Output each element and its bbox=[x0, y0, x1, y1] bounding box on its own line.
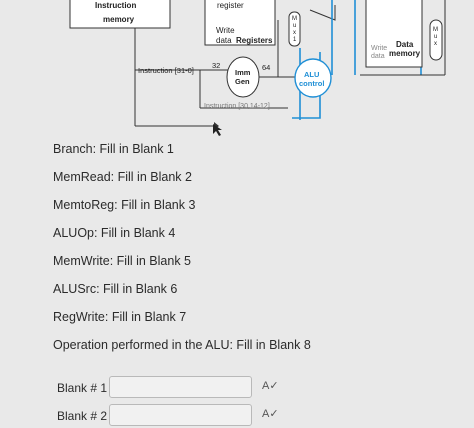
question-memwrite: MemWrite: Fill in Blank 5 bbox=[53, 254, 191, 268]
bus-64-label: 64 bbox=[262, 63, 270, 72]
instruction-field-label: Instruction [31-0] bbox=[138, 66, 194, 75]
mux-letter-1: 1 bbox=[293, 37, 297, 43]
blank-1-input[interactable] bbox=[109, 376, 252, 398]
register-cut-label: register bbox=[217, 1, 244, 10]
dm-data-label: data bbox=[371, 53, 385, 60]
data-label: data bbox=[216, 36, 232, 45]
mux2-letter-m: M bbox=[433, 27, 438, 33]
question-branch: Branch: Fill in Blank 1 bbox=[53, 142, 174, 156]
blank-2-label: Blank # 2 bbox=[57, 409, 108, 423]
alu-control-label-1: ALU bbox=[304, 70, 319, 79]
question-memread: MemRead: Fill in Blank 2 bbox=[53, 170, 192, 184]
blank-2-input[interactable] bbox=[109, 404, 252, 426]
mux2-letter-x: x bbox=[434, 41, 437, 47]
data-memory-block bbox=[365, 0, 423, 68]
mouse-cursor-icon bbox=[213, 124, 222, 136]
alu-control-label-2: control bbox=[299, 79, 324, 88]
dm-write-label: Write bbox=[371, 45, 387, 52]
instruction-memory-label: memory bbox=[103, 15, 135, 24]
mux-letter-x: x bbox=[293, 30, 296, 36]
registers-label: Registers bbox=[236, 36, 273, 45]
question-alusrc: ALUSrc: Fill in Blank 6 bbox=[53, 282, 178, 296]
question-regwrite: RegWrite: Fill in Blank 7 bbox=[53, 310, 187, 324]
write-label: Write bbox=[216, 26, 235, 35]
instruction-bits-label: Instruction [30,14-12] bbox=[204, 103, 270, 110]
instruction-memory-cut-label: Instruction bbox=[95, 1, 136, 10]
mux-2 bbox=[429, 19, 443, 61]
imm-gen-label-1: Imm bbox=[235, 68, 251, 77]
question-alu-operation: Operation performed in the ALU: Fill in … bbox=[53, 338, 311, 352]
mux-1 bbox=[288, 11, 301, 47]
spellcheck-icon[interactable]: A✓ bbox=[262, 408, 279, 420]
blank-1-label: Blank # 1 bbox=[57, 381, 108, 395]
mux-letter-u: u bbox=[293, 23, 296, 29]
imm-gen-label-2: Gen bbox=[235, 77, 250, 86]
mux2-letter-u: u bbox=[434, 34, 437, 40]
alu-control-ellipse bbox=[294, 58, 332, 98]
question-aluop: ALUOp: Fill in Blank 4 bbox=[53, 226, 176, 240]
question-memtoreg: MemtoReg: Fill in Blank 3 bbox=[53, 198, 196, 212]
instruction-memory-block bbox=[69, 0, 171, 29]
blank-row-1: Blank # 1 A✓ bbox=[57, 376, 279, 400]
bus-32-label: 32 bbox=[212, 61, 220, 70]
spellcheck-icon[interactable]: A✓ bbox=[262, 380, 279, 392]
data-memory-label-2: memory bbox=[389, 49, 421, 58]
data-memory-label-1: Data bbox=[396, 40, 414, 49]
mux-letter-m: M bbox=[292, 16, 297, 22]
registers-block bbox=[204, 0, 276, 46]
blank-row-2: Blank # 2 A✓ bbox=[57, 404, 279, 428]
datapath-diagram: Instruction memory register Write data R… bbox=[69, 0, 446, 136]
